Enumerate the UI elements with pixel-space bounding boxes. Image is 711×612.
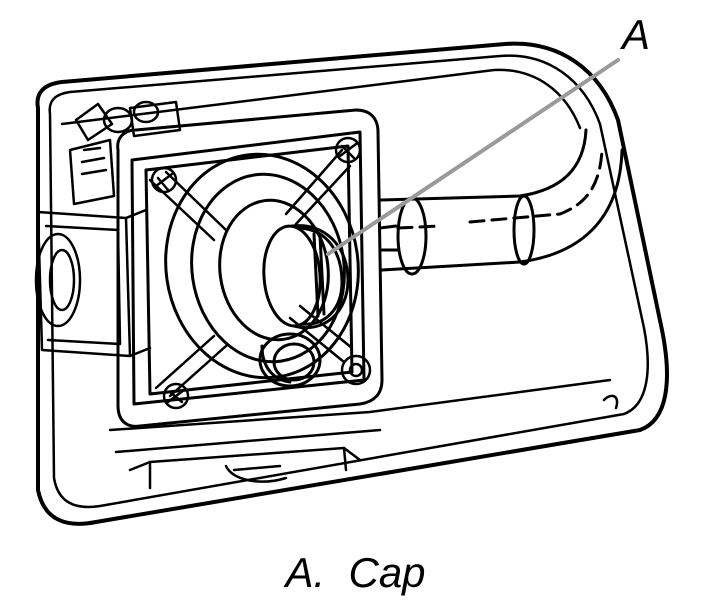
outlet-pipe (378, 128, 624, 276)
cap (262, 224, 350, 330)
top-connectors (68, 100, 182, 206)
housing-floor (108, 378, 619, 490)
corner-screws (150, 136, 372, 410)
callout-leader-line (326, 58, 620, 256)
caption-label: Cap (348, 549, 426, 596)
vent-boss (258, 332, 322, 388)
caption-letter: A. (285, 549, 326, 596)
housing-inner-rim (48, 54, 649, 509)
callout-label-a: A (622, 11, 651, 58)
flange-ribs (148, 148, 354, 398)
housing-outline (35, 41, 669, 526)
figure-caption: A. Cap (0, 552, 711, 594)
